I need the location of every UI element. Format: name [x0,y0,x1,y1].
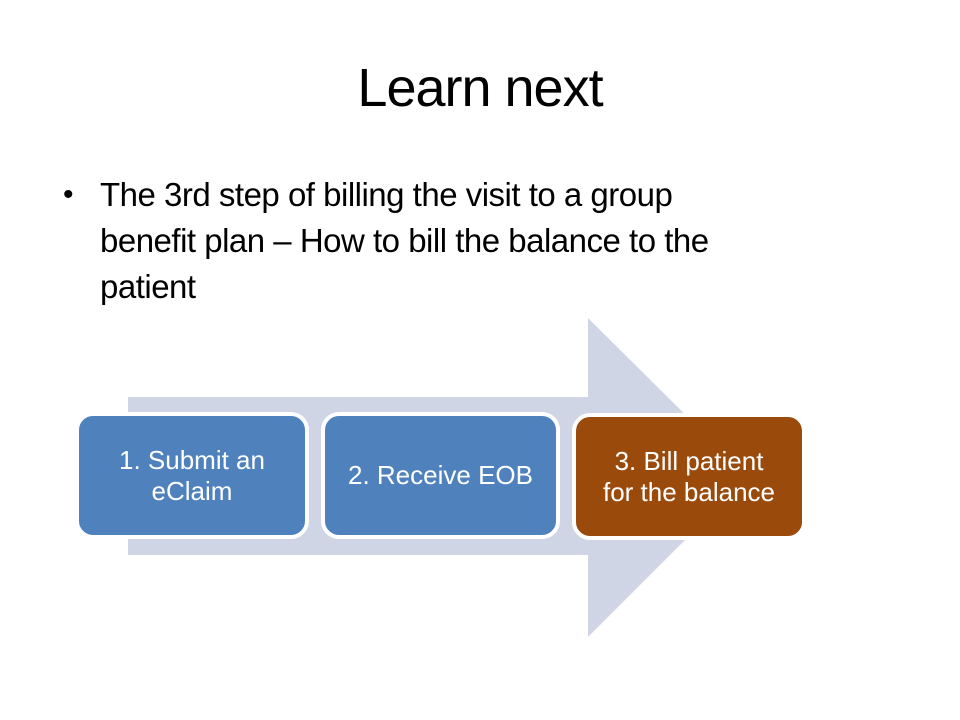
process-step-3: 3. Bill patient for the balance [572,413,806,540]
process-diagram: 1. Submit an eClaim 2. Receive EOB 3. Bi… [0,315,960,655]
bullet-paragraph: • The 3rd step of billing the visit to a… [60,172,880,310]
process-step-3-label: 3. Bill patient [614,445,764,476]
bullet-text-line: benefit plan – How to bill the balance t… [100,222,709,259]
process-step-1-label: 1. Submit an [119,444,265,475]
bullet-text: The 3rd step of billing the visit to a g… [100,172,880,310]
process-step-1: 1. Submit an eClaim [75,412,309,539]
process-step-3-label: for the balance [602,476,775,507]
process-step-2: 2. Receive EOB [321,412,560,539]
process-step-1-label: eClaim [151,475,233,506]
slide-title: Learn next [357,58,603,118]
bullet-marker: • [63,178,74,211]
bullet-text-line: patient [100,268,196,305]
process-step-2-label: 2. Receive EOB [348,460,533,490]
bullet-text-line: The 3rd step of billing the visit to a g… [100,176,673,213]
